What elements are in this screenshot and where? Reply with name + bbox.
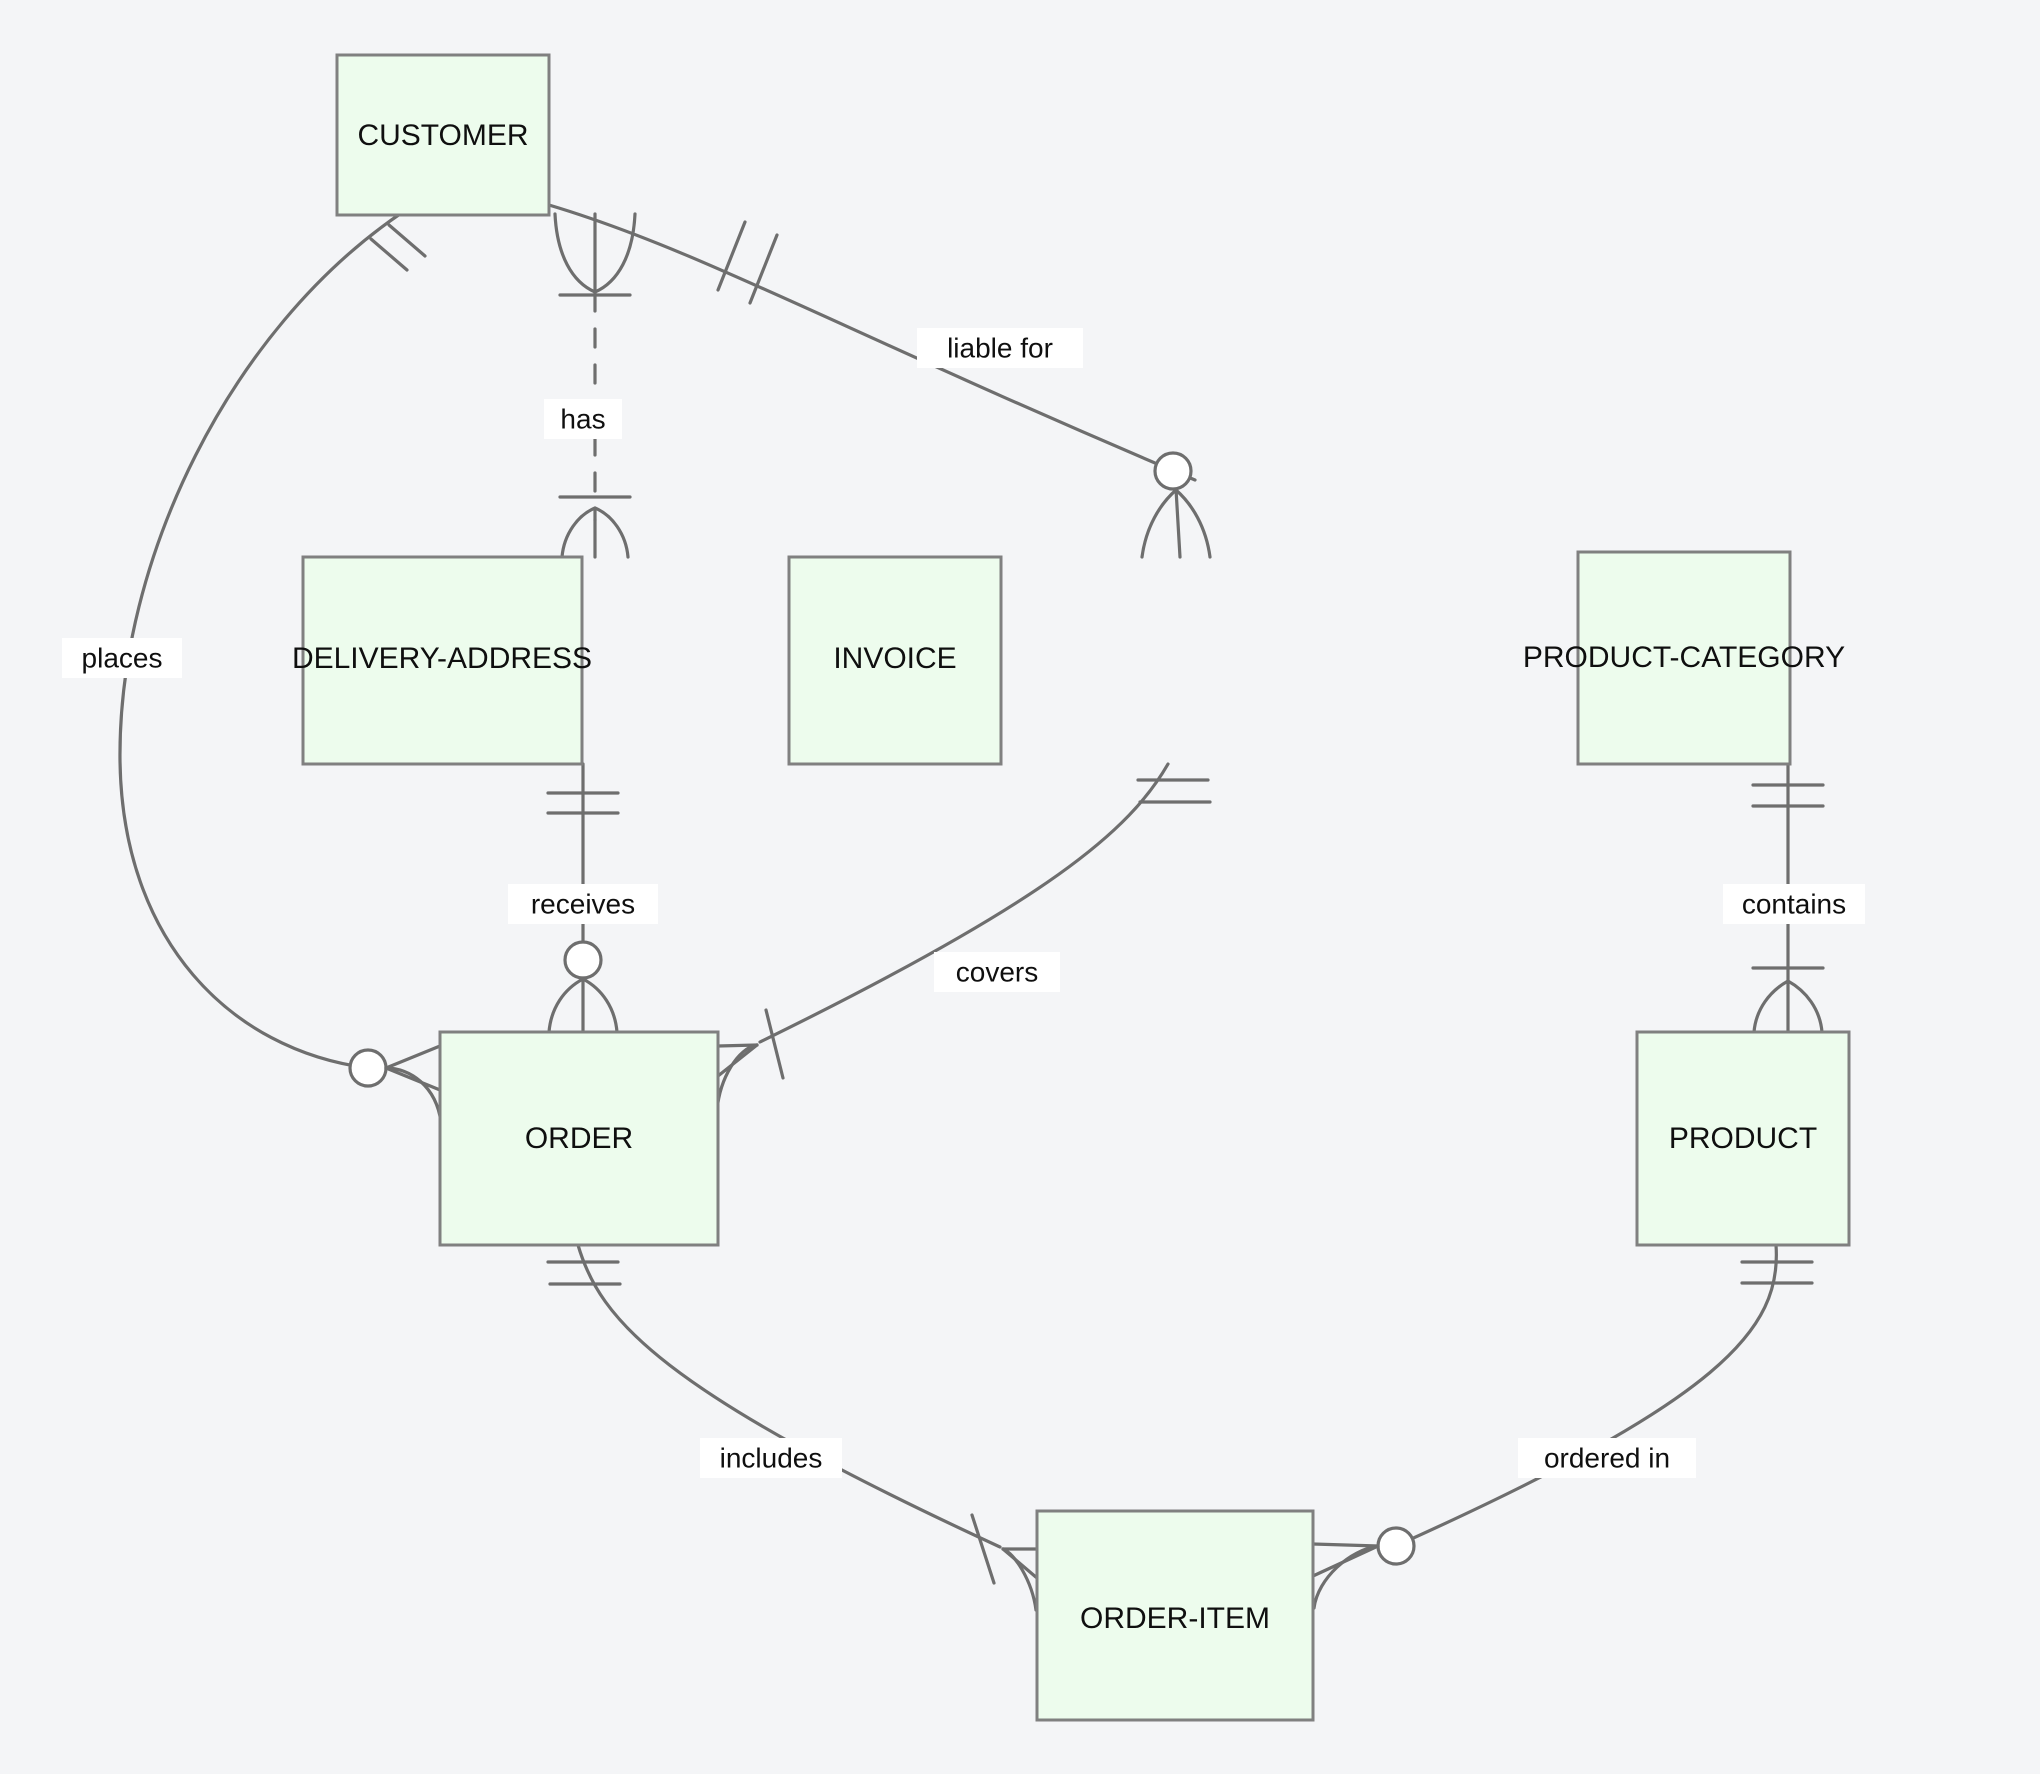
relationship-label-liable-for: liable for [917,328,1083,368]
places-crow-1 [384,1044,442,1070]
relationship-label-ordered-in: ordered in [1518,1438,1696,1478]
entity-product-category[interactable]: PRODUCT-CATEGORY [1523,550,1845,766]
entity-order-item-label: ORDER-ITEM [1080,1602,1270,1635]
ordered-in-label-bg [1518,1438,1696,1478]
contains-label-bg [1723,884,1865,924]
entity-invoice-label: INVOICE [833,642,956,675]
relationship-label-covers: covers [934,952,1060,992]
receives-optional-circle [563,940,603,980]
covers-line [758,762,1170,1044]
has-crow-left [553,212,597,294]
relationship-label-receives: receives [508,884,658,924]
contains-label: contains [1742,888,1846,919]
entity-product[interactable]: PRODUCT [1635,1030,1851,1247]
places-line [118,212,402,1070]
places-optional-circle [348,1048,388,1088]
covers-crow-1 [716,1043,759,1048]
entity-order-label: ORDER [525,1122,633,1155]
relationship-covers[interactable] [715,762,1212,1112]
ordered-in-line [1396,1243,1778,1547]
entity-product-category-label: PRODUCT-CATEGORY [1523,641,1845,674]
covers-label-bg [934,952,1060,992]
entity-delivery-address-box[interactable] [301,555,584,766]
places-tick-1 [369,237,409,272]
liable-for-tick-1 [716,220,747,292]
includes-crow-arc [1001,1547,1038,1612]
relationship-includes[interactable] [546,1243,1039,1612]
includes-tick-3 [970,1513,996,1585]
entity-delivery-address[interactable]: DELIVERY-ADDRESS [292,555,592,766]
ordered-in-crow-arc [1312,1544,1380,1610]
entity-customer-label: CUSTOMER [357,119,528,152]
receives-label: receives [531,888,635,919]
has-crow-left-2 [560,506,597,559]
entity-customer-box[interactable] [335,53,551,217]
ordered-in-label: ordered in [1544,1442,1670,1473]
covers-crow-2 [716,1043,759,1078]
entity-product-category-box[interactable] [1576,550,1792,766]
entity-order-item[interactable]: ORDER-ITEM [1035,1509,1315,1722]
liable-for-crow-left [1140,488,1178,559]
ordered-in-optional-circle [1376,1526,1416,1566]
has-crow-right [593,212,637,294]
includes-line [576,1243,1002,1549]
receives-crow-right [581,977,619,1034]
entity-product-box[interactable] [1635,1030,1851,1247]
receives-label-bg [508,884,658,924]
liable-for-tick-2 [748,233,779,305]
relationship-label-contains: contains [1723,884,1865,924]
relationship-label-includes: includes [700,1438,842,1478]
entity-invoice[interactable]: INVOICE [787,555,1003,766]
entity-order[interactable]: ORDER [438,1030,720,1247]
places-label: places [82,642,163,673]
liable-for-label-bg [917,328,1083,368]
has-crow-right-2 [593,506,630,559]
covers-label: covers [956,956,1038,987]
relationship-liable-for[interactable] [547,203,1212,559]
entity-product-label: PRODUCT [1669,1122,1817,1155]
liable-for-crow-right [1174,488,1212,559]
liable-for-crow-stem [1174,487,1182,559]
covers-tick-3 [764,1008,785,1080]
places-crow-arc [384,1066,443,1124]
has-label: has [560,403,605,434]
contains-crow-right [1786,979,1824,1034]
liable-for-line [547,203,1197,482]
entity-customer[interactable]: CUSTOMER [335,53,551,217]
entity-delivery-address-label: DELIVERY-ADDRESS [292,642,592,675]
ordered-in-crow-1 [1311,1542,1380,1548]
places-label-bg [62,638,182,678]
relationship-receives[interactable] [546,762,620,1034]
relationship-label-has: has [544,399,622,439]
has-label-bg [544,399,622,439]
covers-crow-arc [715,1043,759,1112]
entity-invoice-box[interactable] [787,555,1003,766]
relationship-ordered-in[interactable] [1311,1243,1814,1610]
relationship-label-places: places [62,638,182,678]
entity-order-item-box[interactable] [1035,1509,1315,1722]
receives-crow-left [547,977,585,1034]
liable-for-optional-circle [1153,451,1193,491]
relationship-has[interactable] [553,212,637,559]
includes-label: includes [720,1442,823,1473]
includes-label-bg [700,1438,842,1478]
contains-crow-left [1752,979,1790,1034]
places-tick-2 [387,223,427,258]
places-crow-2 [384,1066,442,1092]
relationship-places[interactable] [118,212,443,1124]
liable-for-label: liable for [947,332,1053,363]
entity-order-box[interactable] [438,1030,720,1247]
